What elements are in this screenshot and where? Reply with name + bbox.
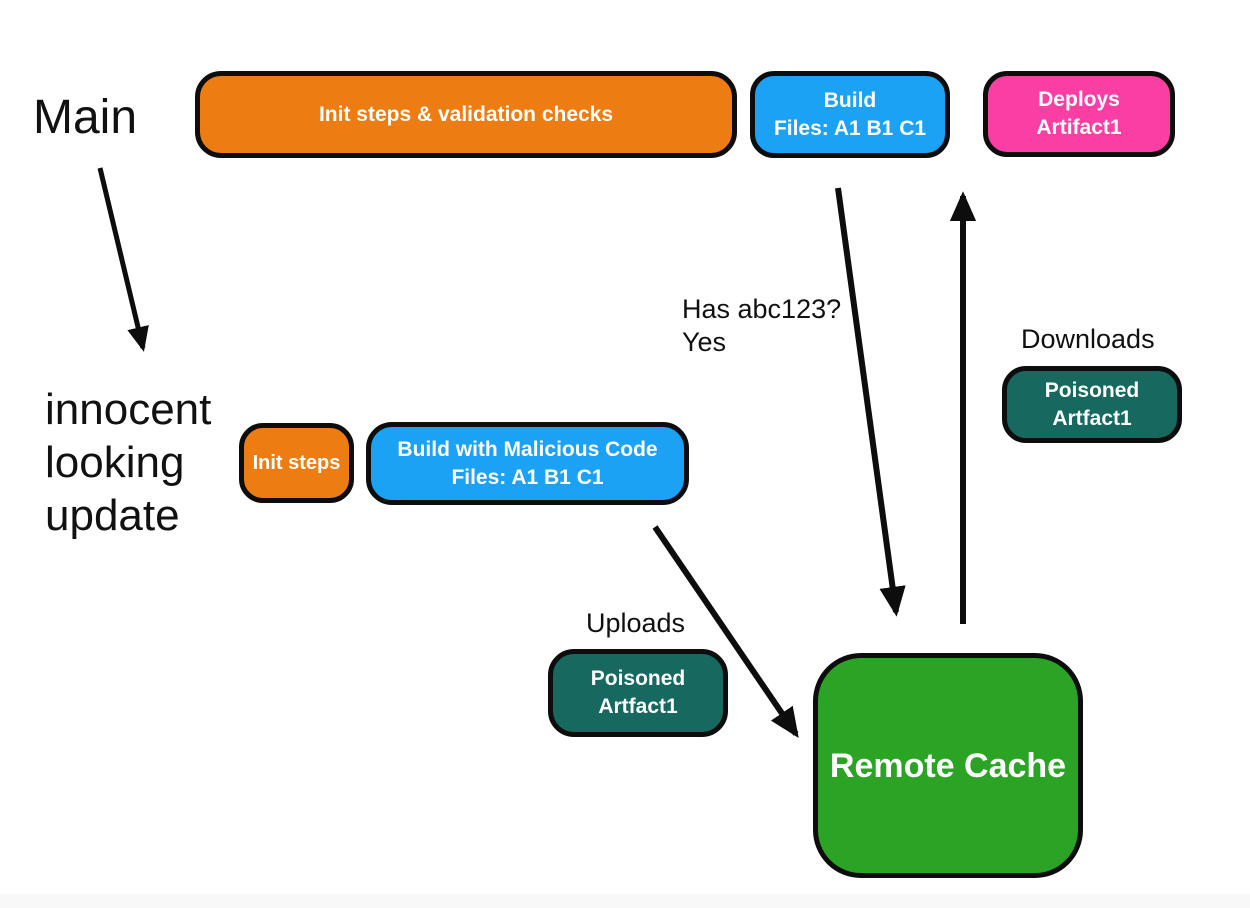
downloads-label: Downloads <box>1021 324 1155 354</box>
poisoned-artifact-download-line1: Poisoned <box>1044 378 1140 402</box>
init-validation-node: Init steps & validation checks <box>195 71 737 158</box>
innocent-update-label: innocent looking update <box>45 383 211 542</box>
innocent-update-label-line3: update <box>45 491 180 540</box>
deploys-artifact-node-line2: Artifact1 <box>1036 116 1122 139</box>
init-validation-node-label: Init steps & validation checks <box>318 102 614 126</box>
innocent-update-label-line2: looking <box>45 438 185 487</box>
poisoned-artifact-upload-line1: Poisoned <box>590 667 686 690</box>
init-steps-node: Init steps <box>239 423 354 503</box>
cache-hit-label: Has abc123? Yes <box>682 293 841 359</box>
remote-cache-node-label: Remote Cache <box>829 746 1067 785</box>
poisoned-artifact-download-line2: Artfact1 <box>1052 406 1132 430</box>
build-to-cache-arrow <box>835 187 906 617</box>
build-main-node-line2: Files: A1 B1 C1 <box>773 116 927 140</box>
uploads-label: Uploads <box>586 608 686 638</box>
poisoned-artifact-upload-node: Poisoned Artfact1 <box>548 649 728 737</box>
build-malicious-node-line1: Build with Malicious Code <box>397 437 658 461</box>
poisoned-artifact-upload-line2: Artfact1 <box>598 695 678 718</box>
build-main-node: Build Files: A1 B1 C1 <box>750 71 950 158</box>
build-malicious-node: Build with Malicious Code Files: A1 B1 C… <box>366 422 689 505</box>
cache-hit-question: Has abc123? <box>682 294 842 324</box>
build-main-node-line1: Build <box>823 88 877 112</box>
cache-hit-answer: Yes <box>682 327 727 357</box>
innocent-update-label-line1: innocent <box>45 385 212 434</box>
poisoned-artifact-download-node: Poisoned Artfact1 <box>1002 366 1182 443</box>
deploys-artifact-node-line1: Deploys <box>1038 88 1120 111</box>
deploys-artifact-node: Deploys Artifact1 <box>983 71 1175 157</box>
bottom-edge-strip <box>0 894 1250 908</box>
init-steps-node-label: Init steps <box>252 452 341 474</box>
remote-cache-node: Remote Cache <box>813 653 1083 878</box>
main-branch-label: Main <box>33 91 138 144</box>
main-to-update-arrow <box>97 167 149 352</box>
build-malicious-node-line2: Files: A1 B1 C1 <box>451 465 604 489</box>
